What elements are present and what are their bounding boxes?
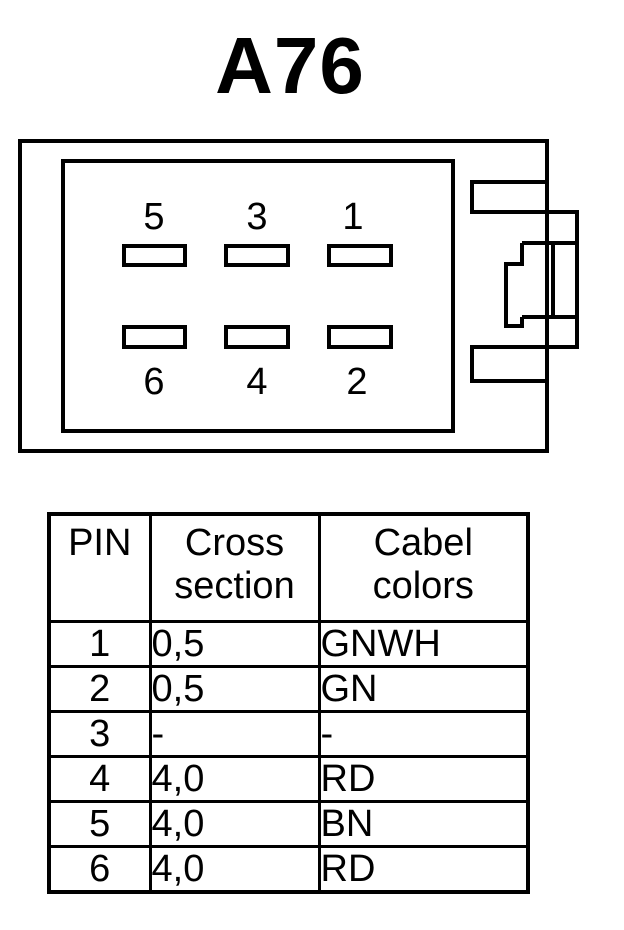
pin-slot-1 bbox=[327, 244, 393, 267]
connector-face bbox=[61, 159, 455, 433]
latch-inner-notch bbox=[504, 243, 524, 328]
cell-cable-color: RD bbox=[317, 755, 530, 803]
connector-diagram: 5 3 1 6 4 2 bbox=[18, 139, 579, 453]
cell-cable-color: RD bbox=[317, 845, 530, 894]
table-row: 1 0,5 GNWH bbox=[47, 620, 530, 668]
cell-cable-color: BN bbox=[317, 800, 530, 848]
table-row: 2 0,5 GN bbox=[47, 665, 530, 713]
cell-pin: 5 bbox=[47, 800, 152, 848]
latch-inner-step bbox=[551, 241, 577, 319]
pin-label-6: 6 bbox=[143, 361, 164, 403]
cell-cross-section: 4,0 bbox=[148, 755, 321, 803]
cell-cross-section: 4,0 bbox=[148, 800, 321, 848]
cell-cross-section: 0,5 bbox=[148, 665, 321, 713]
cell-pin: 3 bbox=[47, 710, 152, 758]
pin-label-1: 1 bbox=[342, 196, 363, 238]
cell-cross-section: - bbox=[148, 710, 321, 758]
cell-cross-section: 4,0 bbox=[148, 845, 321, 894]
cell-pin: 4 bbox=[47, 755, 152, 803]
connector-title: A76 bbox=[215, 21, 365, 110]
pin-slot-4 bbox=[224, 325, 290, 349]
pin-label-3: 3 bbox=[246, 196, 267, 238]
pin-label-2: 2 bbox=[346, 361, 367, 403]
header-pin: PIN bbox=[47, 512, 152, 623]
cell-cable-color: GNWH bbox=[317, 620, 530, 668]
cell-pin: 1 bbox=[47, 620, 152, 668]
pin-label-5: 5 bbox=[143, 196, 164, 238]
table-row: 3 - - bbox=[47, 710, 530, 758]
cell-cross-section: 0,5 bbox=[148, 620, 321, 668]
table-row: 5 4,0 BN bbox=[47, 800, 530, 848]
cell-pin: 6 bbox=[47, 845, 152, 894]
connector-housing bbox=[18, 139, 549, 453]
cell-pin: 2 bbox=[47, 665, 152, 713]
connector-latch bbox=[470, 180, 579, 383]
cell-cable-color: - bbox=[317, 710, 530, 758]
pin-label-4: 4 bbox=[246, 361, 267, 403]
pin-slot-6 bbox=[122, 325, 187, 349]
table-row: 4 4,0 RD bbox=[47, 755, 530, 803]
pin-slot-3 bbox=[224, 244, 290, 267]
table-row: 6 4,0 RD bbox=[47, 845, 530, 894]
cell-cable-color: GN bbox=[317, 665, 530, 713]
pin-slot-2 bbox=[327, 325, 393, 349]
pin-slot-5 bbox=[122, 244, 187, 267]
